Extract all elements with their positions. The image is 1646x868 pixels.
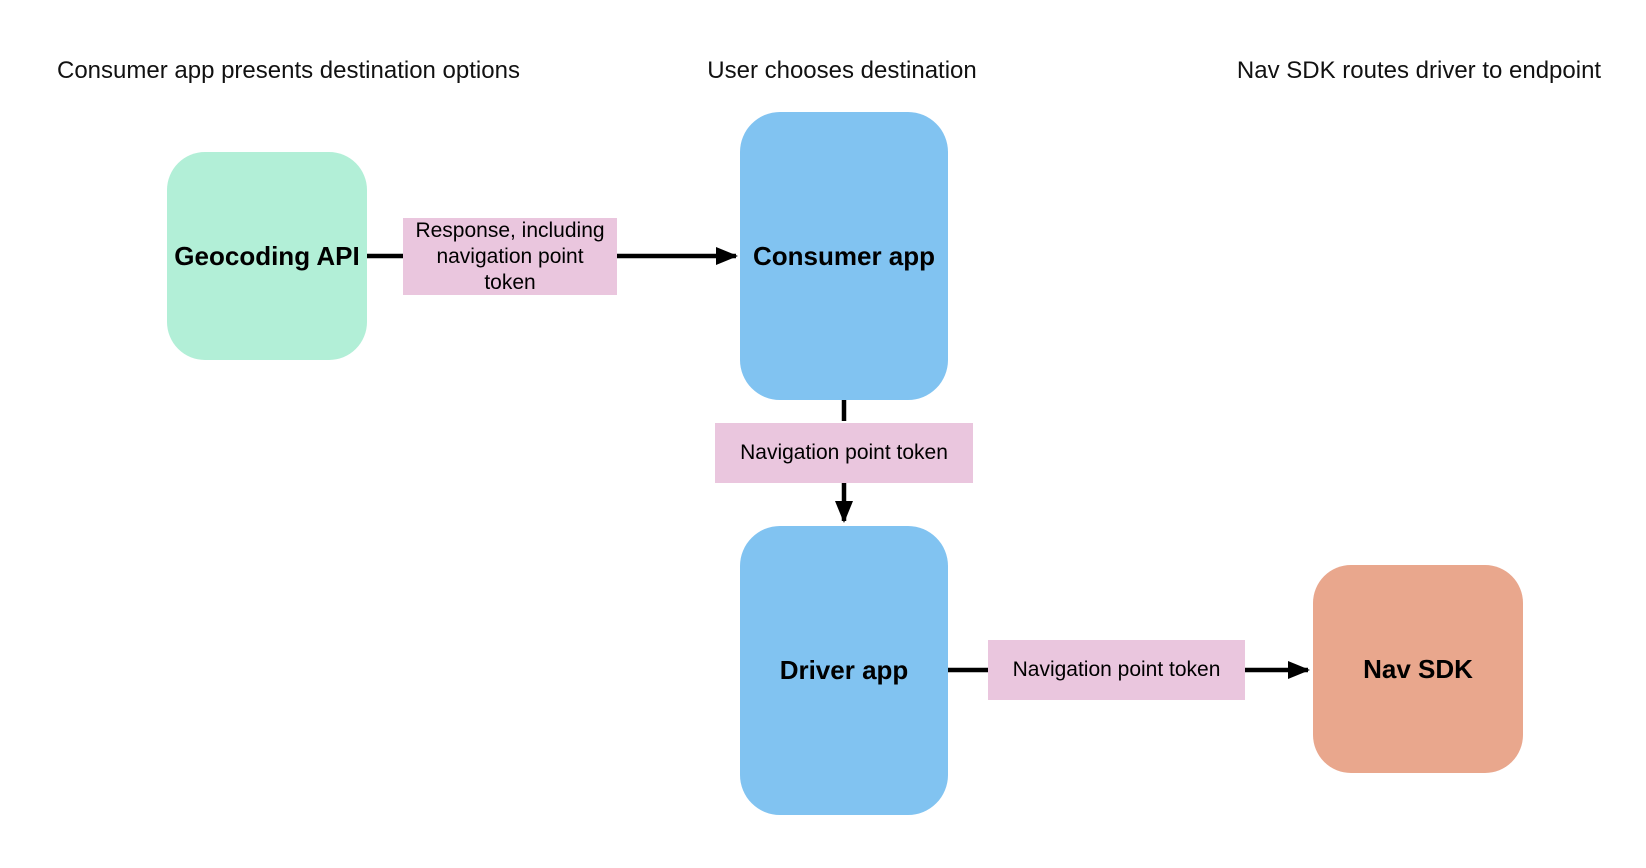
edge-label-response-token: Response, including navigation point tok… (403, 218, 617, 295)
node-consumer-app-label: Consumer app (752, 240, 936, 271)
stage-header-consumer-presents: Consumer app presents destination option… (57, 57, 520, 84)
node-driver-app-label: Driver app (779, 655, 909, 685)
node-driver-app: Driver app (740, 526, 948, 815)
edge-label-navigation-point-token-2: Navigation point token (988, 640, 1245, 700)
node-geocoding-api: Geocoding API (167, 152, 367, 360)
stage-header-navsdk-routes: Nav SDK routes driver to endpoint (1236, 57, 1602, 84)
stage-header-user-chooses: User chooses destination (707, 57, 977, 84)
edge-label-navigation-point-token-1: Navigation point token (715, 423, 973, 483)
node-geocoding-api-label: Geocoding API (174, 240, 360, 271)
node-consumer-app: Consumer app (740, 112, 948, 400)
node-nav-sdk: Nav SDK (1313, 565, 1523, 773)
node-nav-sdk-label: Nav SDK (1363, 653, 1473, 684)
